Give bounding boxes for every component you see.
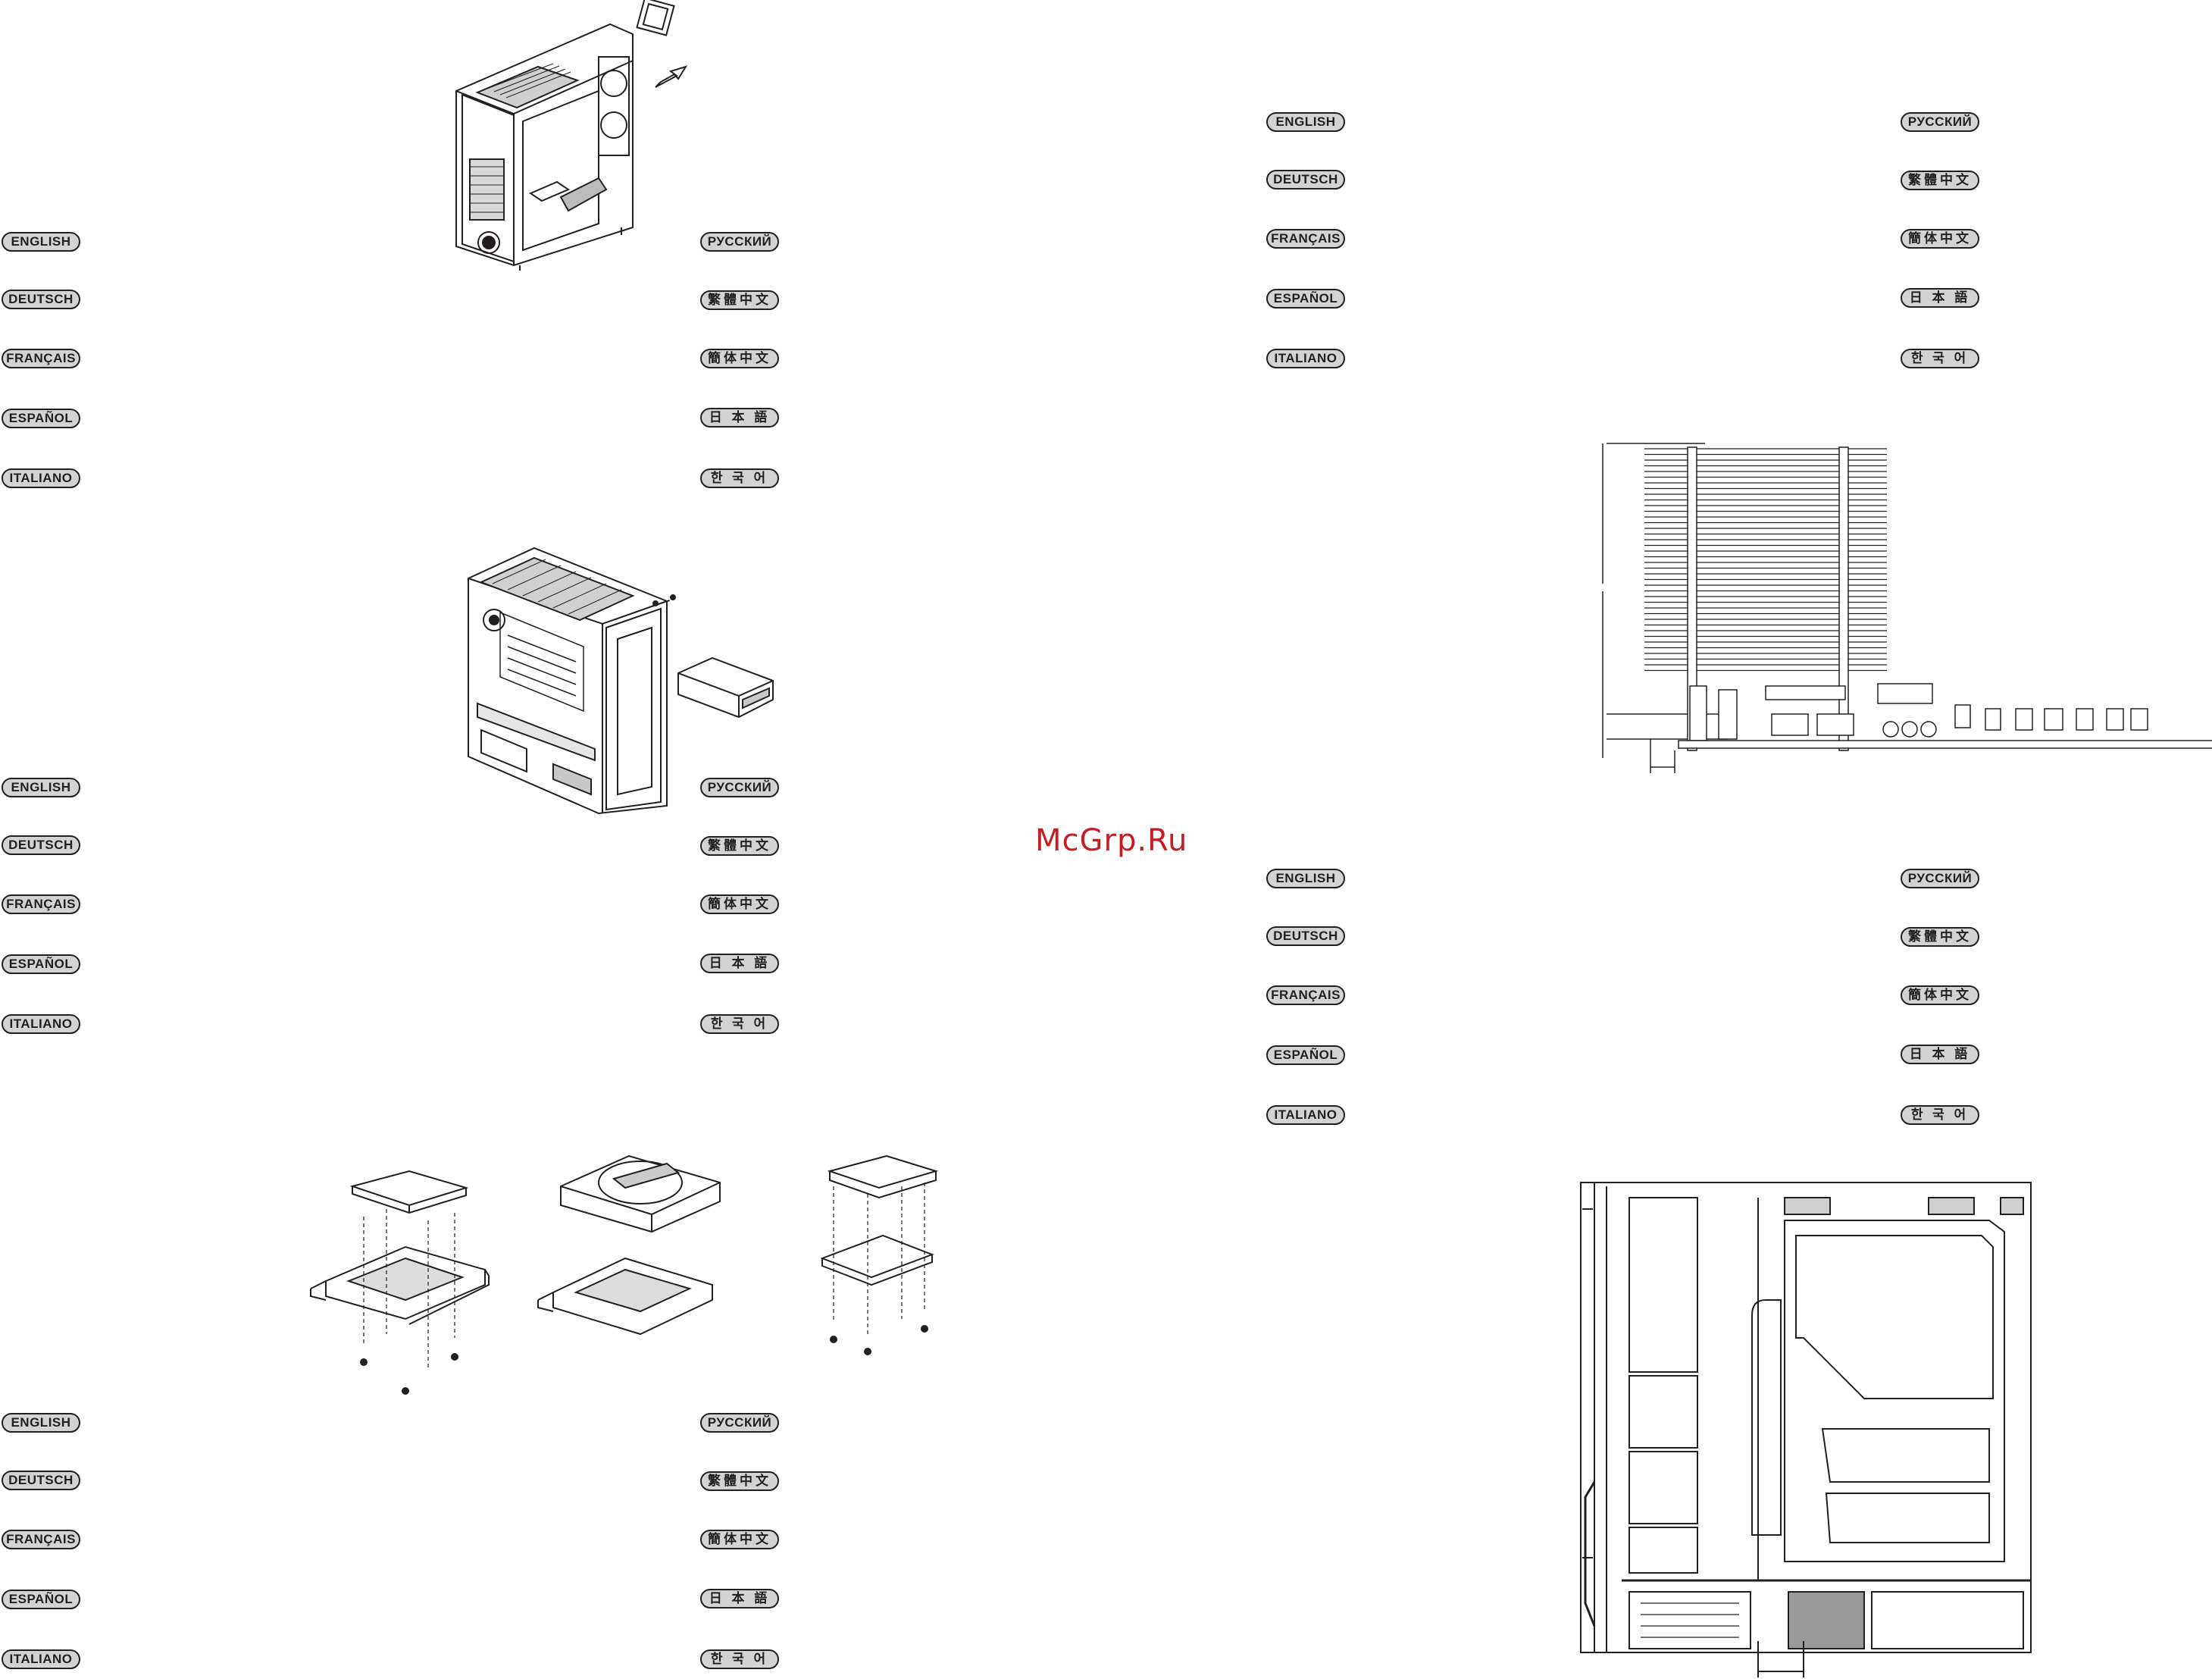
lang-label: FRANÇAIS: [2, 349, 80, 368]
lang-label: FRANÇAIS: [1266, 229, 1345, 249]
lang-label: 한 국 어: [1901, 1105, 1979, 1125]
lang-label: DEUTSCH: [1266, 926, 1345, 946]
lang-label: ITALIANO: [2, 1014, 80, 1034]
lang-label: DEUTSCH: [2, 835, 80, 855]
lang-label: 簡体中文: [1901, 985, 1979, 1005]
lang-label: 日 本 語: [1901, 288, 1979, 308]
lang-label: РУССКИЙ: [700, 1413, 779, 1433]
lang-label: DEUTSCH: [2, 290, 80, 309]
lang-label: ENGLISH: [2, 778, 80, 797]
lang-label: 簡体中文: [1901, 229, 1979, 249]
lang-label: FRANÇAIS: [2, 894, 80, 914]
lang-label: ENGLISH: [1266, 869, 1345, 888]
lang-label: РУССКИЙ: [1901, 869, 1979, 888]
lang-label: 한 국 어: [1901, 349, 1979, 368]
lang-label: ITALIANO: [1266, 349, 1345, 368]
hdd-tray-middle: [538, 1156, 720, 1334]
lang-label: ESPAÑOL: [2, 409, 80, 428]
lang-label: РУССКИЙ: [700, 778, 779, 797]
lang-label: 簡体中文: [700, 1530, 779, 1549]
lang-label: DEUTSCH: [2, 1471, 80, 1490]
lang-label: 繁體中文: [1901, 927, 1979, 947]
lang-label: 繁體中文: [700, 1471, 779, 1491]
lang-label: 한 국 어: [700, 1649, 779, 1669]
lang-label: ITALIANO: [2, 1649, 80, 1669]
lang-label: 日 本 語: [700, 954, 779, 973]
lang-label: ITALIANO: [2, 468, 80, 488]
ssd-tray-left: [311, 1171, 489, 1394]
watermark-text: McGrp.Ru: [1035, 823, 1188, 858]
lang-label: ESPAÑOL: [2, 1590, 80, 1609]
cpu-cooler-clearance-icon: [1591, 440, 2212, 773]
lang-label: ESPAÑOL: [2, 954, 80, 974]
lang-label: 繁體中文: [700, 836, 779, 856]
lang-label: РУССКИЙ: [700, 232, 779, 252]
lang-label: 日 本 語: [700, 408, 779, 428]
lang-label: FRANÇAIS: [2, 1530, 80, 1549]
ssd-bracket-right: [822, 1156, 936, 1355]
drive-tray-set-icon: [303, 1141, 947, 1391]
lang-label: ENGLISH: [2, 1413, 80, 1433]
lang-label: 繁體中文: [700, 290, 779, 310]
lang-label: 日 本 語: [1901, 1045, 1979, 1064]
lang-label: 簡体中文: [700, 349, 779, 368]
lang-label: ENGLISH: [1266, 112, 1345, 132]
lang-label: ITALIANO: [1266, 1105, 1345, 1125]
heatsink-fins: [1644, 449, 1887, 671]
lang-label: ENGLISH: [2, 232, 80, 252]
case-side-view-icon: [1576, 1179, 2038, 1677]
lang-label: 한 국 어: [700, 468, 779, 488]
lang-label: РУССКИЙ: [1901, 112, 1979, 132]
lang-label: 한 국 어: [700, 1014, 779, 1034]
lang-label: 簡体中文: [700, 894, 779, 914]
lang-label: ESPAÑOL: [1266, 289, 1345, 309]
lang-label: 日 本 語: [700, 1589, 779, 1609]
lang-label: FRANÇAIS: [1266, 985, 1345, 1005]
lang-label: DEUTSCH: [1266, 170, 1345, 190]
lang-label: 繁體中文: [1901, 171, 1979, 190]
lang-label: ESPAÑOL: [1266, 1045, 1345, 1065]
case-with-optical-drive-icon: [462, 544, 781, 813]
case-with-rear-bracket-icon: [447, 0, 705, 273]
